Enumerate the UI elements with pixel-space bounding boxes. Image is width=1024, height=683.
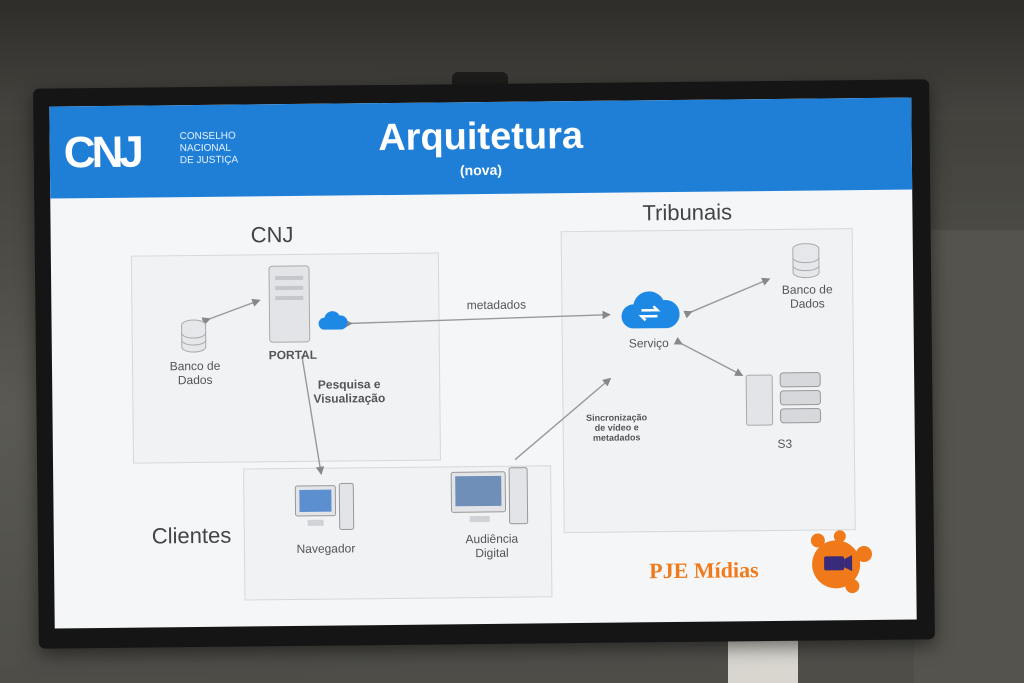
- desktop-computer-icon: [294, 482, 355, 530]
- s3-label: S3: [777, 436, 793, 451]
- cloud-icon: [318, 311, 348, 330]
- edge-pesquisa: Pesquisa e Visualização: [313, 377, 386, 406]
- storage-server-icon: [745, 372, 822, 426]
- navegador-label: Navegador: [296, 541, 356, 556]
- audiencia-digital-label: Audiência Digital: [465, 531, 519, 561]
- edge-sincronizacao: Sincronização de vídeo e metadados: [586, 412, 648, 443]
- slide-screen: CNJ CONSELHO NACIONAL DE JUSTIÇA Arquite…: [49, 97, 917, 629]
- banco-dados-tribunais-label: Banco de Dados: [781, 282, 833, 311]
- pje-midias-brand: PJE Mídias: [649, 557, 759, 584]
- database-icon: [792, 243, 820, 279]
- banco-dados-cnj-label: Banco de Dados: [169, 358, 221, 388]
- portal-label: PORTAL: [268, 347, 318, 363]
- service-cloud-icon: [621, 291, 680, 329]
- media-camera-icon: [810, 530, 873, 594]
- tv-stand: [728, 640, 798, 683]
- television: CNJ CONSELHO NACIONAL DE JUSTIÇA Arquite…: [33, 79, 935, 649]
- section-cnj: CNJ: [250, 221, 294, 248]
- server-icon: [268, 265, 311, 343]
- desktop-computer-icon: [450, 467, 529, 525]
- connector-lines: [201, 277, 771, 476]
- database-icon: [181, 319, 207, 353]
- section-tribunais: Tribunais: [642, 199, 733, 226]
- section-clientes: Clientes: [151, 522, 232, 549]
- edge-metadados: metadados: [466, 297, 527, 313]
- servico-label: Serviço: [628, 336, 669, 351]
